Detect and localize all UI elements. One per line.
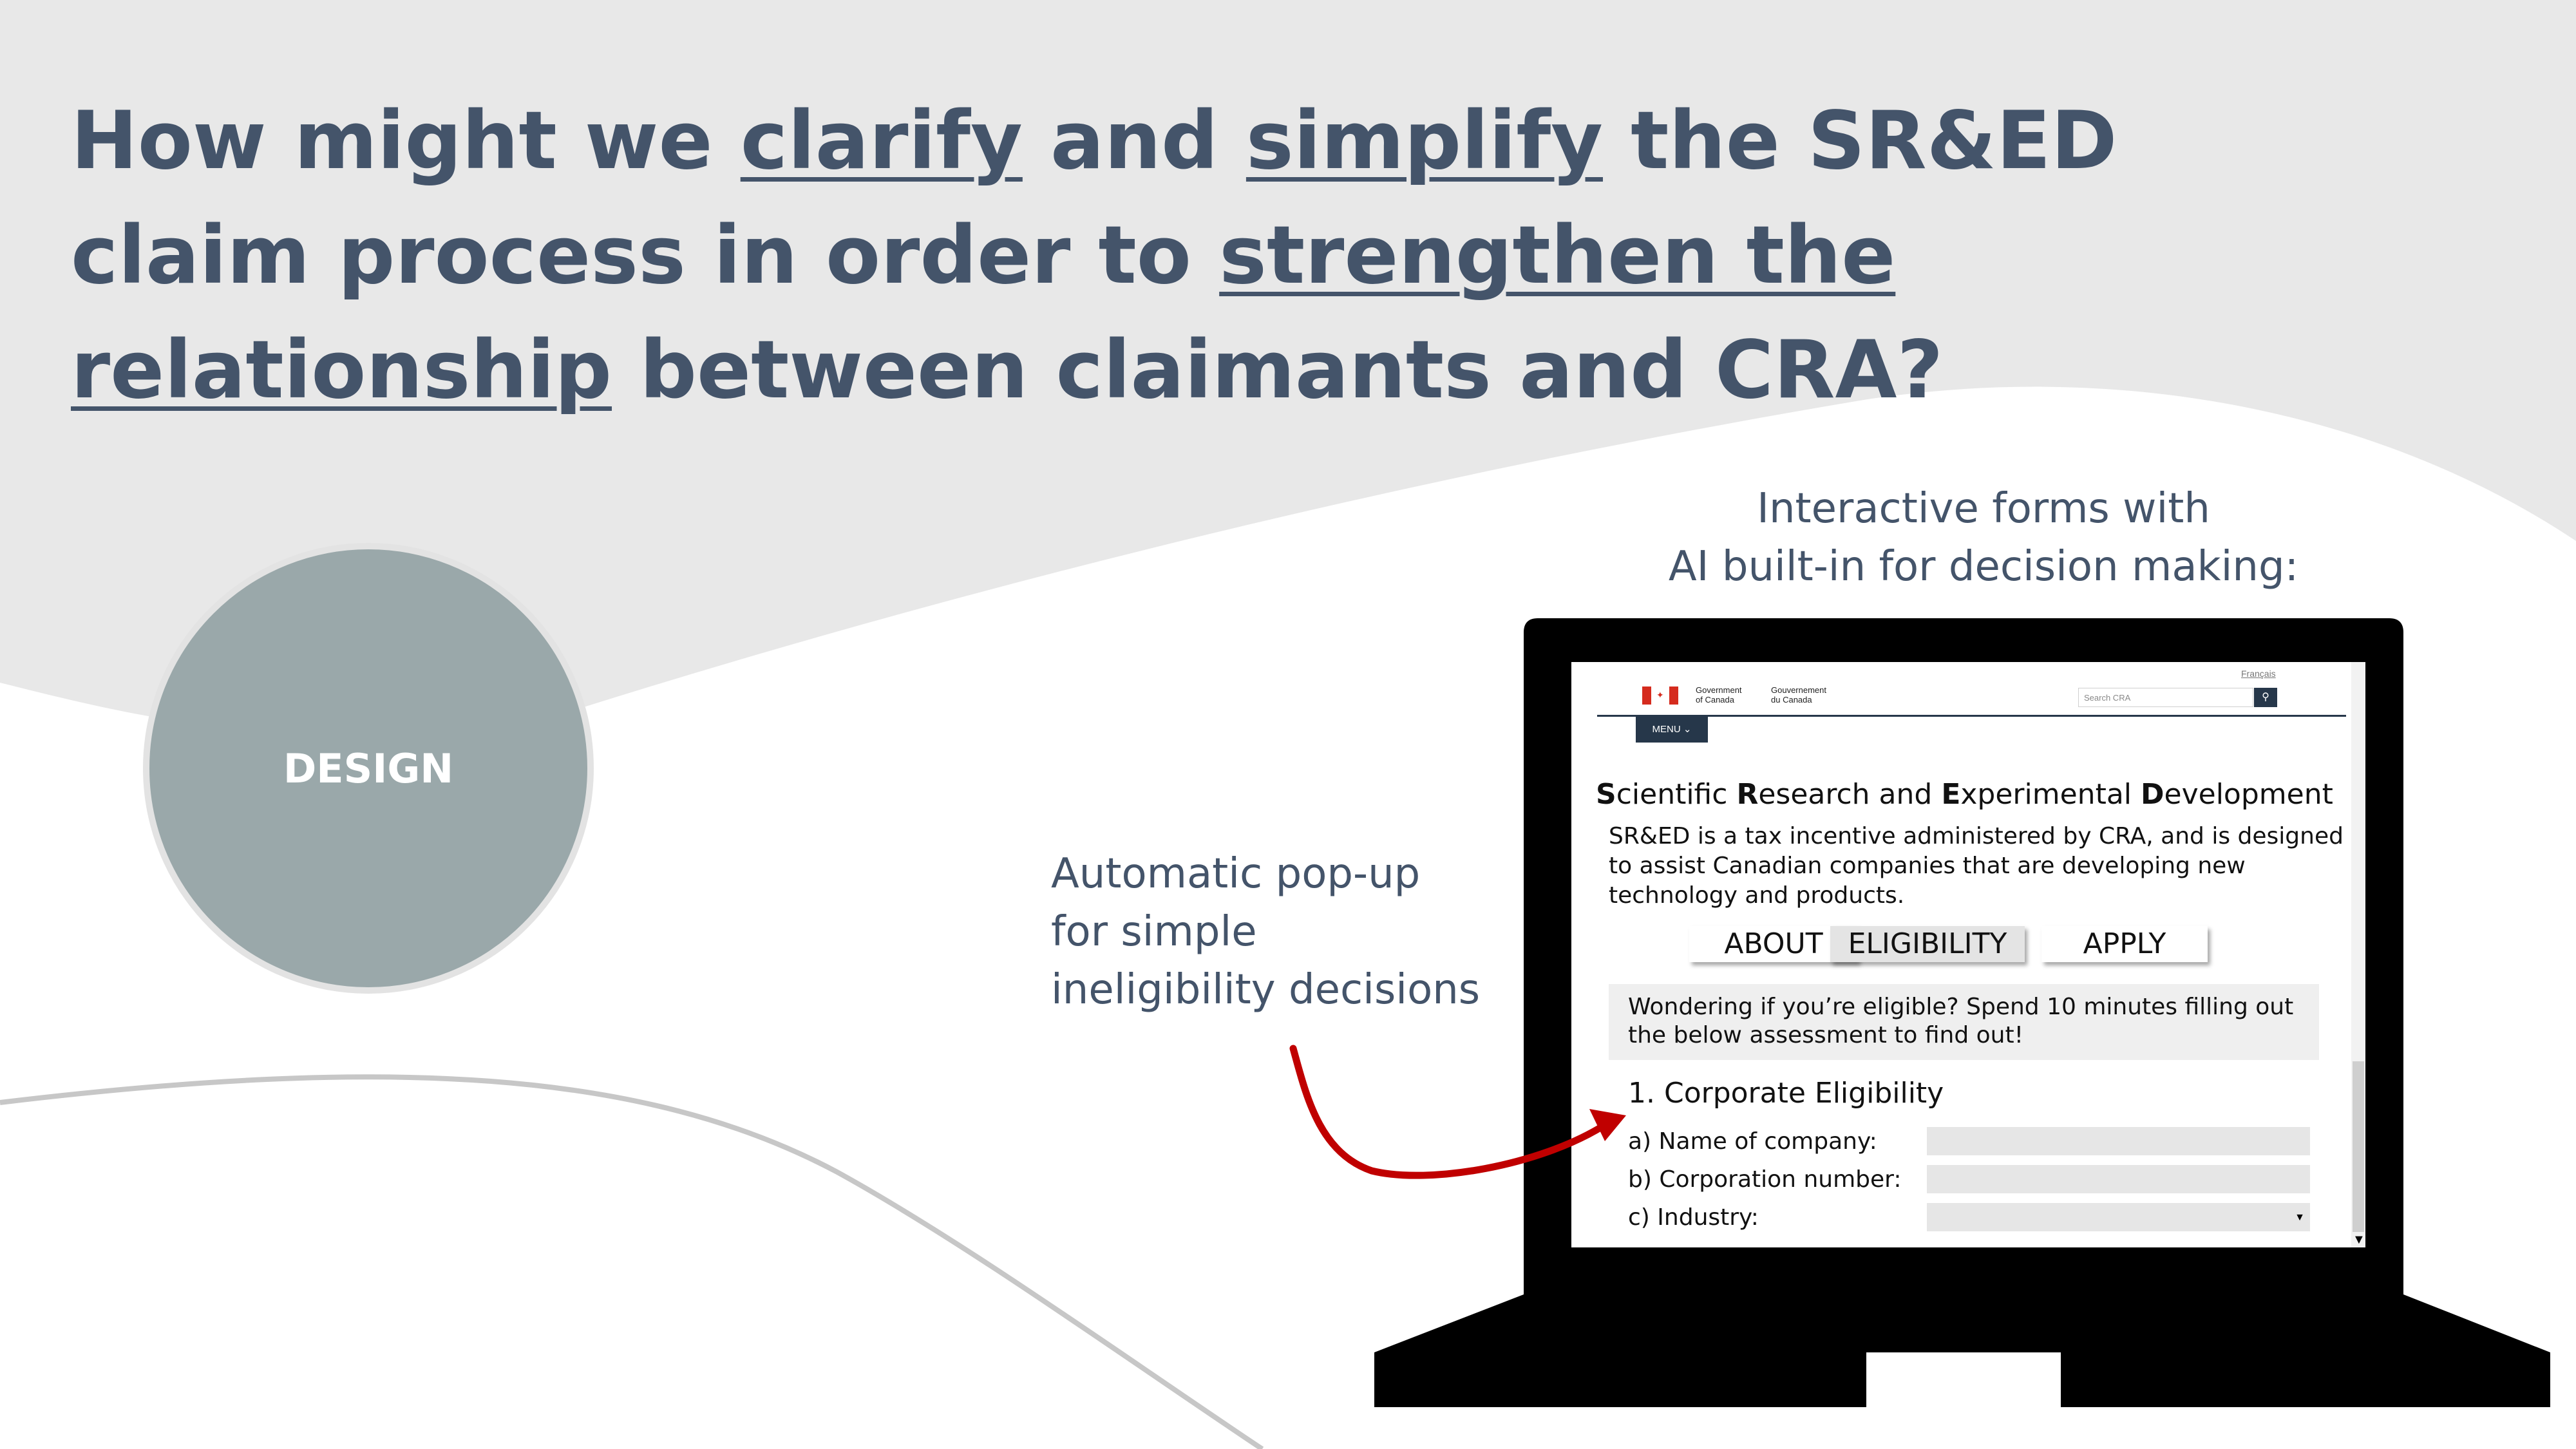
corporation-number-input[interactable] (1927, 1165, 2310, 1193)
search-button[interactable]: ⚲ (2254, 688, 2277, 707)
laptop-base (1374, 1294, 2550, 1407)
assessment-notice: Wondering if you’re eligible? Spend 10 m… (1609, 984, 2319, 1060)
company-name-input[interactable] (1927, 1127, 2310, 1155)
menu-button[interactable]: MENU ⌄ (1636, 717, 1708, 743)
headline-highlight-clarify: clarify (740, 95, 1023, 187)
scrollbar-thumb[interactable] (2353, 1061, 2364, 1232)
caption-automatic-popup: Automatic pop-up for simple ineligibilit… (1051, 845, 1540, 1019)
search-icon: ⚲ (2262, 692, 2269, 703)
caption-left-line-2: for simple (1051, 908, 1257, 956)
design-circle: DESIGN (143, 543, 594, 994)
caption-left-line-3: ineligibility decisions (1051, 966, 1481, 1014)
field-label-company-name: a) Name of company: (1628, 1128, 1877, 1155)
gouvernement-du-canada-label: Gouvernement du Canada (1771, 685, 1826, 705)
search-input[interactable]: Search CRA (2078, 688, 2253, 707)
scroll-down-arrow-icon[interactable]: ▼ (2353, 1233, 2365, 1247)
canada-flag-icon: ✦ (1642, 687, 1678, 705)
caption-interactive-forms: Interactive forms with AI built-in for d… (1649, 480, 2318, 596)
grey-curve-line (0, 1074, 1264, 1449)
header-divider (1597, 715, 2346, 717)
caption-top-line-2: AI built-in for decision making: (1668, 543, 2299, 591)
section-heading-corporate-eligibility: 1. Corporate Eligibility (1628, 1077, 1944, 1110)
headline-highlight-simplify: simplify (1245, 95, 1603, 187)
headline-part-4: between claimants and CRA? (612, 324, 1944, 417)
headline-highlight-strengthen: strengthen the relationship (71, 209, 1896, 417)
dropdown-arrow-icon: ▼ (2295, 1212, 2305, 1223)
scrollbar[interactable]: ▼ (2351, 662, 2365, 1247)
headline: How might we clarify and simplify the SR… (71, 84, 2325, 428)
caption-top-line-1: Interactive forms with (1757, 485, 2210, 533)
tab-apply[interactable]: APPLY (2041, 926, 2208, 962)
field-label-industry: c) Industry: (1628, 1204, 1759, 1231)
laptop-screen: Français ✦ Government of Canada Gouverne… (1571, 662, 2365, 1247)
intro-paragraph: SR&ED is a tax incentive administered by… (1609, 823, 2344, 909)
grey-wave-shape (0, 0, 2576, 735)
tab-about[interactable]: ABOUT (1689, 926, 1858, 962)
headline-part-3: the SR&ED claim process in order to (71, 95, 2117, 302)
page-title: Scientific Research and Experimental Dev… (1596, 778, 2333, 811)
government-of-canada-label: Government of Canada (1696, 685, 1742, 705)
francais-link[interactable]: Français (2241, 668, 2276, 679)
design-label: DESIGN (283, 744, 454, 792)
field-label-corporation-number: b) Corporation number: (1628, 1166, 1902, 1193)
tab-eligibility[interactable]: ELIGIBILITY (1830, 926, 2025, 962)
headline-part-1: How might we (71, 95, 741, 187)
caption-left-line-1: Automatic pop-up (1051, 850, 1421, 898)
headline-part-2: and (1022, 95, 1246, 187)
industry-select[interactable]: ▼ (1927, 1203, 2310, 1231)
